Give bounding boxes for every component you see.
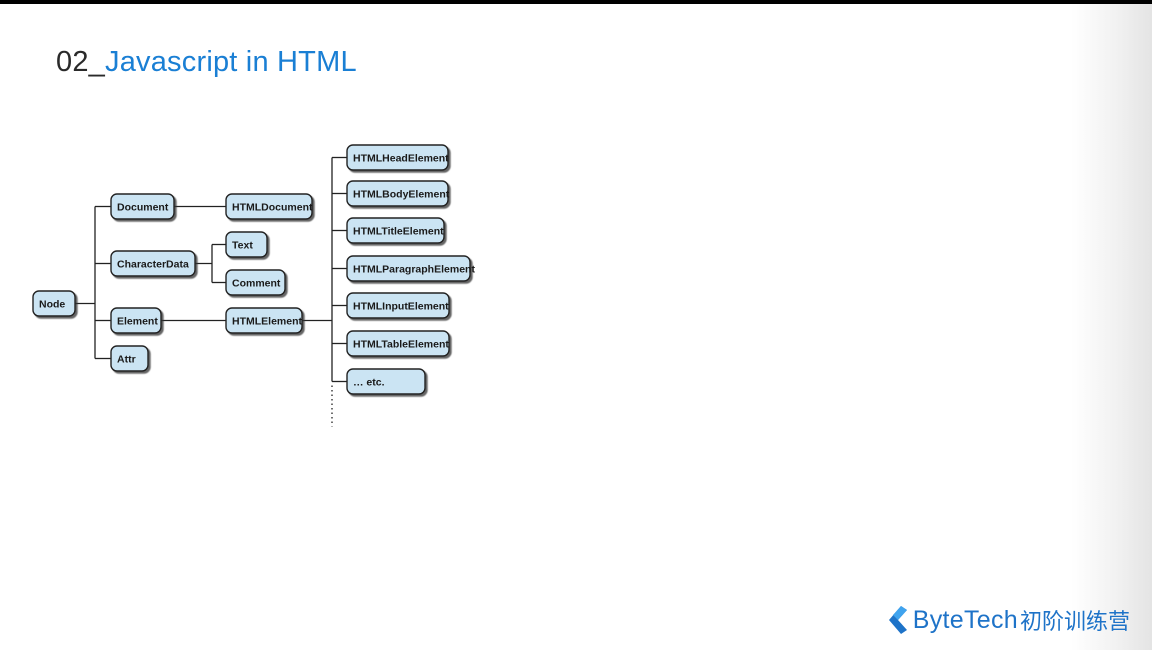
edge-trunk-htmlelement	[302, 157, 333, 382]
node-box-attr	[110, 345, 149, 372]
node-label-htmltitleelement: HTMLTitleElement	[353, 226, 444, 238]
node-node: Node	[32, 290, 76, 317]
node-box-htmlbodyelement	[346, 180, 449, 207]
node-box-htmltableelement	[346, 330, 450, 357]
node-box-element	[110, 307, 162, 334]
node-label-attr: Attr	[117, 354, 136, 366]
node-etc: … etc.	[346, 368, 426, 395]
node-label-node: Node	[39, 299, 65, 311]
node-label-document: Document	[117, 202, 169, 214]
node-comment: Comment	[225, 269, 286, 296]
node-htmlelement: HTMLElement	[225, 307, 303, 334]
node-htmldocument: HTMLDocument	[225, 193, 313, 220]
edge-trunk-characterdata	[195, 244, 213, 283]
node-box-htmlelement	[225, 307, 303, 334]
node-attr: Attr	[110, 345, 149, 372]
node-box-htmlinputelement	[346, 292, 450, 319]
slide-number: 02_	[56, 46, 105, 78]
node-htmlbodyelement: HTMLBodyElement	[346, 180, 450, 207]
node-label-text: Text	[232, 240, 253, 252]
node-htmltitleelement: HTMLTitleElement	[346, 217, 445, 244]
node-label-htmlinputelement: HTMLInputElement	[353, 301, 449, 313]
node-htmlheadelement: HTMLHeadElement	[346, 144, 449, 171]
node-label-htmlbodyelement: HTMLBodyElement	[353, 189, 450, 201]
slide-title-text: Javascript in HTML	[105, 46, 357, 78]
node-label-htmltableelement: HTMLTableElement	[353, 339, 449, 351]
node-label-characterdata: CharacterData	[117, 259, 189, 271]
node-label-etc: … etc.	[353, 377, 385, 389]
node-box-text	[225, 231, 268, 258]
node-label-htmlelement: HTMLElement	[232, 316, 303, 328]
bytetech-logo-icon	[888, 606, 907, 634]
node-label-htmlparagraphelement: HTMLParagraphElement	[353, 264, 475, 276]
node-characterdata: CharacterData	[110, 250, 196, 277]
brand-logo-block: ByteTech 初阶训练营	[888, 604, 1130, 636]
node-box-htmlparagraphelement	[346, 255, 471, 282]
node-box-htmlheadelement	[346, 144, 449, 171]
node-text: Text	[225, 231, 268, 258]
node-box-htmltitleelement	[346, 217, 445, 244]
slide-title: 02_Javascript in HTML	[56, 44, 357, 80]
node-box-node	[32, 290, 76, 317]
node-box-comment	[225, 269, 286, 296]
node-box-document	[110, 193, 175, 220]
diagram-edges	[75, 156, 347, 427]
node-document: Document	[110, 193, 175, 220]
node-box-characterdata	[110, 250, 196, 277]
node-htmltableelement: HTMLTableElement	[346, 330, 450, 357]
node-box-htmldocument	[225, 193, 313, 220]
node-htmlparagraphelement: HTMLParagraphElement	[346, 255, 475, 282]
brand-name: ByteTech	[912, 605, 1018, 634]
node-label-comment: Comment	[232, 278, 281, 290]
node-label-htmldocument: HTMLDocument	[232, 202, 313, 214]
node-label-htmlheadelement: HTMLHeadElement	[353, 153, 449, 165]
node-label-element: Element	[117, 316, 158, 328]
node-box-etc	[346, 368, 426, 395]
brand-subtitle: 初阶训练营	[1019, 609, 1130, 634]
edge-trunk-node	[75, 206, 96, 359]
node-htmlinputelement: HTMLInputElement	[346, 292, 450, 319]
node-element: Element	[110, 307, 162, 334]
